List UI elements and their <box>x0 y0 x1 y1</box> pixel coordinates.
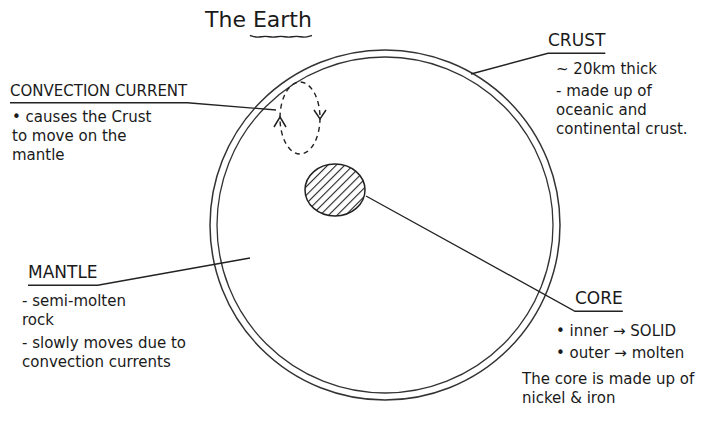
callout-note: • causes the Crust to move on the mantle <box>12 108 152 164</box>
loop-arrowhead <box>314 110 326 119</box>
callout-heading: CORE <box>575 288 623 309</box>
callout-note: The core is made up of nickel & iron <box>522 370 710 408</box>
callout-heading: CRUST <box>548 30 605 51</box>
callout-note: ~ 20km thick <box>556 60 657 79</box>
callout-heading: CONVECTION CURRENT <box>10 82 187 101</box>
title-underline <box>250 36 312 38</box>
callout-note: • outer → molten <box>556 344 684 363</box>
callout-note: - made up of oceanic and continental cru… <box>556 82 711 138</box>
callout-note: - semi-molten rock <box>22 292 152 330</box>
leader-line <box>366 196 623 311</box>
convection-loop <box>280 82 320 154</box>
leader-line <box>28 258 250 285</box>
loop-arrowhead <box>274 117 286 127</box>
callout-note: - slowly moves due to convection current… <box>22 334 232 372</box>
diagram-title: The Earth <box>205 6 312 34</box>
crust-outer-line <box>210 50 560 400</box>
core-shape <box>305 164 365 216</box>
callout-heading: MANTLE <box>28 262 98 283</box>
callout-note: • inner → SOLID <box>556 322 676 341</box>
crust-inner-line <box>217 57 553 393</box>
